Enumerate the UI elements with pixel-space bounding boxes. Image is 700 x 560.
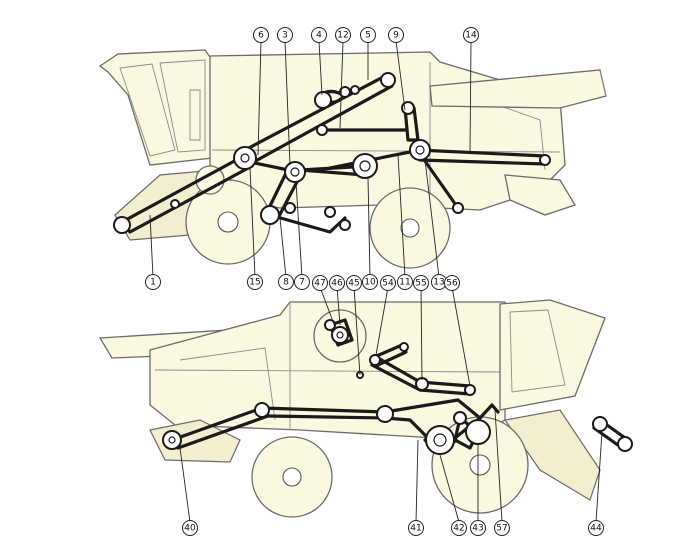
callout-number: 1: [150, 278, 156, 288]
callout-circle: [588, 520, 604, 536]
callout-number: 12: [337, 31, 348, 41]
callout-57: 57: [494, 520, 510, 536]
callout-circle: [397, 274, 413, 290]
callout-8: 8: [278, 274, 294, 290]
callout-1: 1: [145, 274, 161, 290]
pulleys-right-side: [162, 319, 633, 455]
callout-circle: [388, 27, 404, 43]
callout-circle: [494, 520, 510, 536]
callout-42: 42: [451, 520, 467, 536]
callout-14: 14: [463, 27, 479, 43]
callout-number: 41: [410, 524, 421, 534]
cab: [98, 49, 213, 166]
callout-number: 14: [465, 31, 477, 41]
callout-number: 40: [184, 524, 196, 534]
callout-46: 46: [329, 275, 345, 291]
combine-left-side-view: [98, 49, 607, 269]
callout-circle: [451, 520, 467, 536]
callout-circle: [335, 27, 351, 43]
callout-number: 54: [382, 279, 394, 289]
combine-right-side-view: [98, 299, 606, 518]
callout-number: 11: [399, 278, 410, 288]
callout-number: 57: [496, 524, 507, 534]
rear-wheel-hub-right: [282, 467, 302, 487]
callout-7: 7: [294, 274, 310, 290]
callout-9: 9: [388, 27, 404, 43]
callout-circle: [145, 274, 161, 290]
callout-number: 8: [283, 278, 289, 288]
callout-45: 45: [346, 275, 362, 291]
callout-circle: [311, 27, 327, 43]
feeder-house-right: [503, 409, 601, 501]
callout-circle: [278, 274, 294, 290]
belt-13: [418, 152, 460, 210]
callout-number: 46: [331, 279, 343, 289]
callout-circle: [247, 274, 263, 290]
callout-circle: [253, 27, 269, 43]
cab-window-right: [509, 309, 566, 393]
callout-43: 43: [470, 520, 486, 536]
callout-41: 41: [408, 520, 424, 536]
callout-55: 55: [413, 275, 429, 291]
callout-number: 55: [415, 279, 426, 289]
callout-circle: [463, 27, 479, 43]
callout-number: 13: [433, 278, 444, 288]
rear-wheel-hub: [400, 218, 420, 238]
straw-chopper: [504, 174, 576, 216]
unloading-auger: [429, 69, 607, 109]
callout-number: 6: [258, 31, 264, 41]
callout-12: 12: [335, 27, 351, 43]
callout-15: 15: [247, 274, 263, 290]
leader-lines: [149, 40, 603, 523]
cab-door: [159, 59, 206, 153]
callout-number: 7: [299, 278, 305, 288]
callout-circle: [408, 520, 424, 536]
callout-number: 42: [453, 524, 464, 534]
cab-window: [119, 63, 176, 157]
callout-44: 44: [588, 520, 604, 536]
callout-number: 15: [249, 278, 260, 288]
callout-number: 44: [590, 524, 602, 534]
callout-number: 47: [314, 279, 325, 289]
callout-11: 11: [397, 274, 413, 290]
callout-circle: [277, 27, 293, 43]
callout-circle: [470, 520, 486, 536]
callout-circle: [346, 275, 362, 291]
callout-5: 5: [360, 27, 376, 43]
callout-56: 56: [444, 275, 460, 291]
callout-54: 54: [380, 275, 396, 291]
front-wheel-hub: [217, 211, 239, 233]
callout-number: 9: [393, 31, 399, 41]
front-wheel-hub-right: [469, 454, 491, 476]
callout-number: 10: [364, 278, 376, 288]
callout-circle: [182, 520, 198, 536]
callout-6: 6: [253, 27, 269, 43]
callout-number: 45: [348, 279, 359, 289]
callout-circle: [360, 27, 376, 43]
callout-circle: [413, 275, 429, 291]
callout-circle: [362, 274, 378, 290]
callout-circle: [329, 275, 345, 291]
cab-right: [499, 299, 606, 411]
callout-40: 40: [182, 520, 198, 536]
callout-3: 3: [277, 27, 293, 43]
callout-circle: [444, 275, 460, 291]
callout-circle: [294, 274, 310, 290]
callout-number: 5: [365, 31, 371, 41]
callout-number: 56: [446, 279, 458, 289]
belt-57: [478, 403, 500, 420]
pulleys-left-side: [113, 72, 551, 234]
callout-number: 43: [472, 524, 483, 534]
callout-circle: [312, 275, 328, 291]
callout-47: 47: [312, 275, 328, 291]
callout-number: 4: [316, 31, 322, 41]
callout-circle: [380, 275, 396, 291]
callout-10: 10: [362, 274, 378, 290]
callout-number: 3: [282, 31, 288, 41]
callout-4: 4: [311, 27, 327, 43]
